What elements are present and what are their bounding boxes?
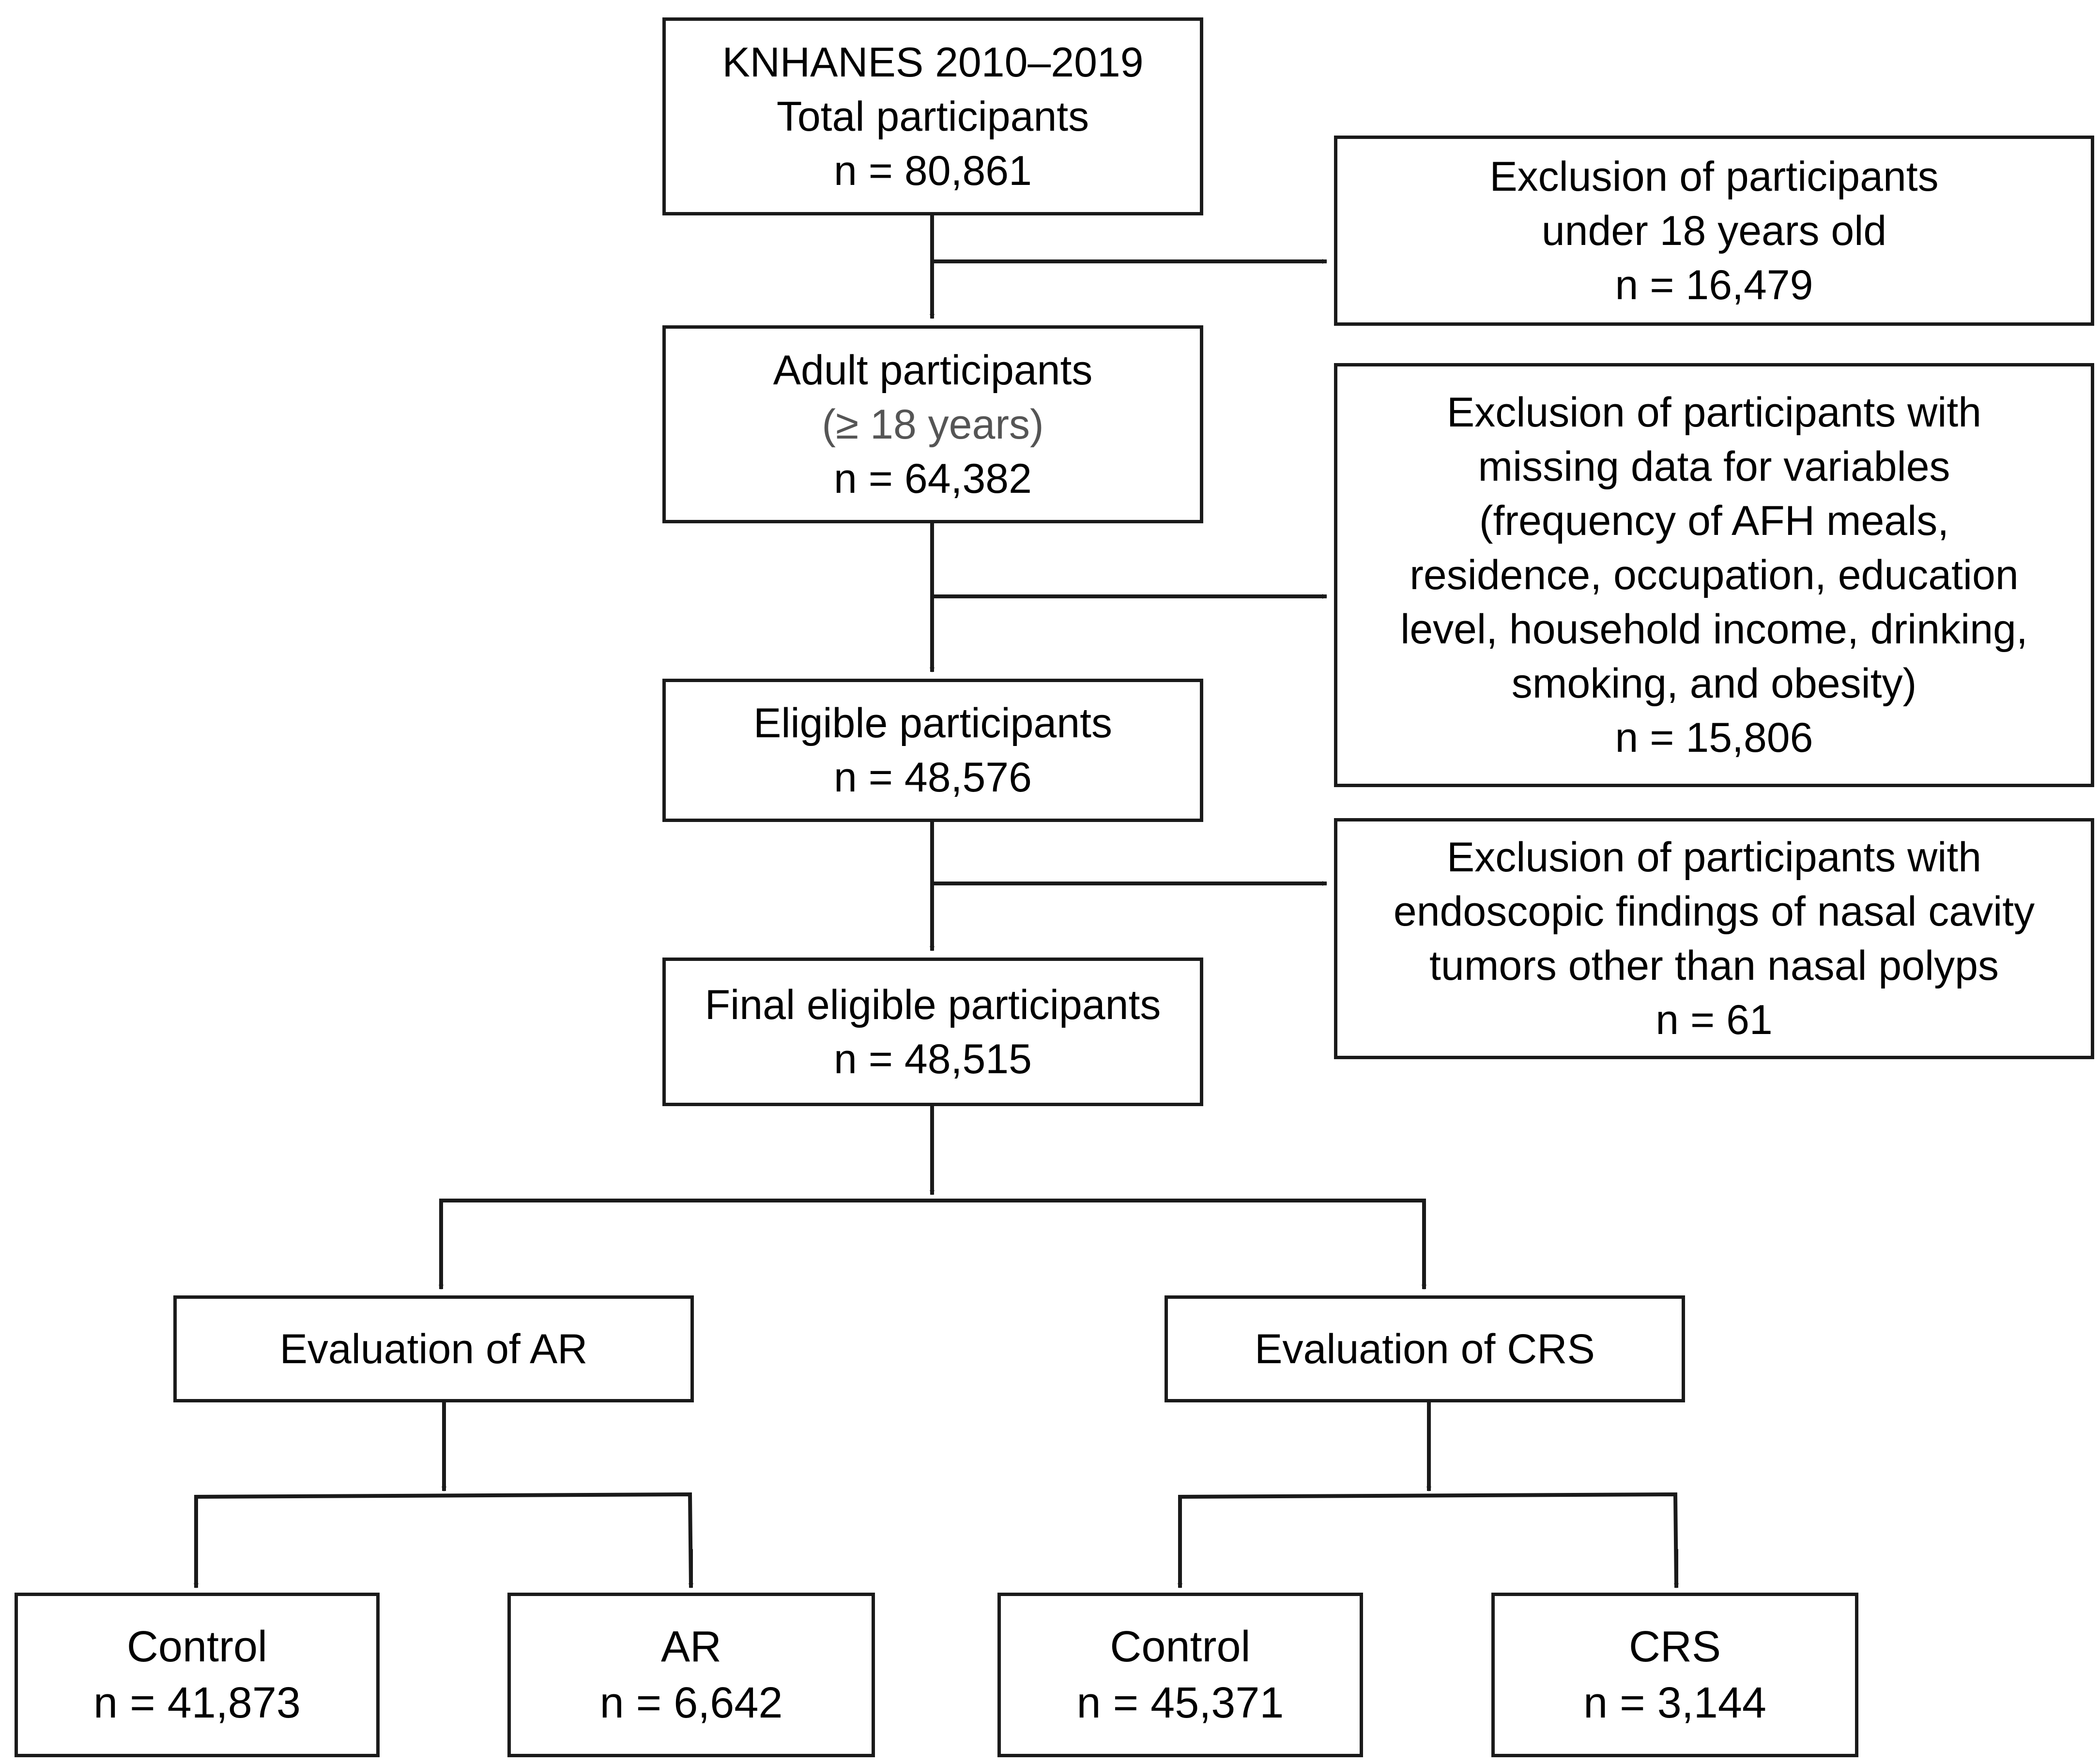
exclusion-missing-line2: missing data for variables [1478, 443, 1950, 490]
exclusion-missing-line3: (frequency of AFH meals, [1479, 498, 1949, 544]
exclusion-age-count: n = 16,479 [1615, 261, 1813, 308]
exclusion-tumor-count: n = 61 [1655, 997, 1773, 1043]
ar-case-count: n = 6,642 [599, 1679, 783, 1727]
branch-bar-crs [1178, 1492, 1678, 1588]
ar-control-count: n = 41,873 [93, 1679, 301, 1727]
box-exclusion-under-18: Exclusion of participants under 18 years… [1334, 136, 2094, 326]
eligible-count: n = 48,576 [834, 754, 1032, 801]
crs-control-count: n = 45,371 [1076, 1679, 1284, 1727]
final-title: Final eligible participants [705, 981, 1161, 1028]
exclusion-tumor-line2: endoscopic findings of nasal cavity [1393, 888, 2035, 935]
ar-case-label: AR [660, 1623, 722, 1671]
adult-age-criterion: (≥ 18 years) [822, 401, 1044, 448]
box-total-participants: KNHANES 2010–2019 Total participants n =… [662, 17, 1203, 215]
box-crs-control: Control n = 45,371 [997, 1593, 1363, 1757]
crs-case-label: CRS [1628, 1623, 1721, 1671]
total-source-label: KNHANES 2010–2019 [722, 39, 1144, 86]
total-title: Total participants [776, 93, 1089, 140]
box-evaluation-crs: Evaluation of CRS [1165, 1295, 1685, 1402]
box-exclusion-missing-data: Exclusion of participants with missing d… [1334, 363, 2094, 787]
eval-crs-label: Evaluation of CRS [1255, 1325, 1595, 1372]
box-ar-case: AR n = 6,642 [507, 1593, 875, 1757]
exclusion-age-line2: under 18 years old [1541, 207, 1887, 254]
box-ar-control: Control n = 41,873 [15, 1593, 380, 1757]
exclusion-tumor-line3: tumors other than nasal polyps [1429, 943, 1999, 989]
total-count: n = 80,861 [834, 147, 1032, 194]
box-crs-case: CRS n = 3,144 [1491, 1593, 1858, 1757]
branch-bar-ar [194, 1492, 693, 1588]
ar-control-label: Control [126, 1623, 268, 1671]
exclusion-missing-line1: Exclusion of participants with [1446, 389, 1982, 436]
adult-title: Adult participants [773, 347, 1093, 394]
exclusion-age-line1: Exclusion of participants [1489, 153, 1939, 200]
box-exclusion-nasal-tumor: Exclusion of participants with endoscopi… [1334, 818, 2094, 1059]
final-count: n = 48,515 [834, 1035, 1032, 1082]
eval-ar-label: Evaluation of AR [279, 1325, 588, 1372]
box-final-eligible-participants: Final eligible participants n = 48,515 [662, 958, 1203, 1106]
exclusion-missing-line4: residence, occupation, education [1410, 552, 2019, 598]
box-evaluation-ar: Evaluation of AR [173, 1295, 694, 1402]
crs-control-label: Control [1110, 1623, 1251, 1671]
exclusion-missing-line6: smoking, and obesity) [1511, 660, 1917, 707]
crs-case-count: n = 3,144 [1583, 1679, 1766, 1727]
eligible-title: Eligible participants [753, 700, 1112, 746]
exclusion-tumor-line1: Exclusion of participants with [1446, 834, 1982, 881]
exclusion-missing-line5: level, household income, drinking, [1400, 606, 2028, 653]
adult-count: n = 64,382 [834, 455, 1032, 502]
exclusion-missing-count: n = 15,806 [1615, 715, 1813, 761]
box-adult-participants: Adult participants (≥ 18 years) n = 64,3… [662, 325, 1203, 523]
box-eligible-participants: Eligible participants n = 48,576 [662, 679, 1203, 822]
